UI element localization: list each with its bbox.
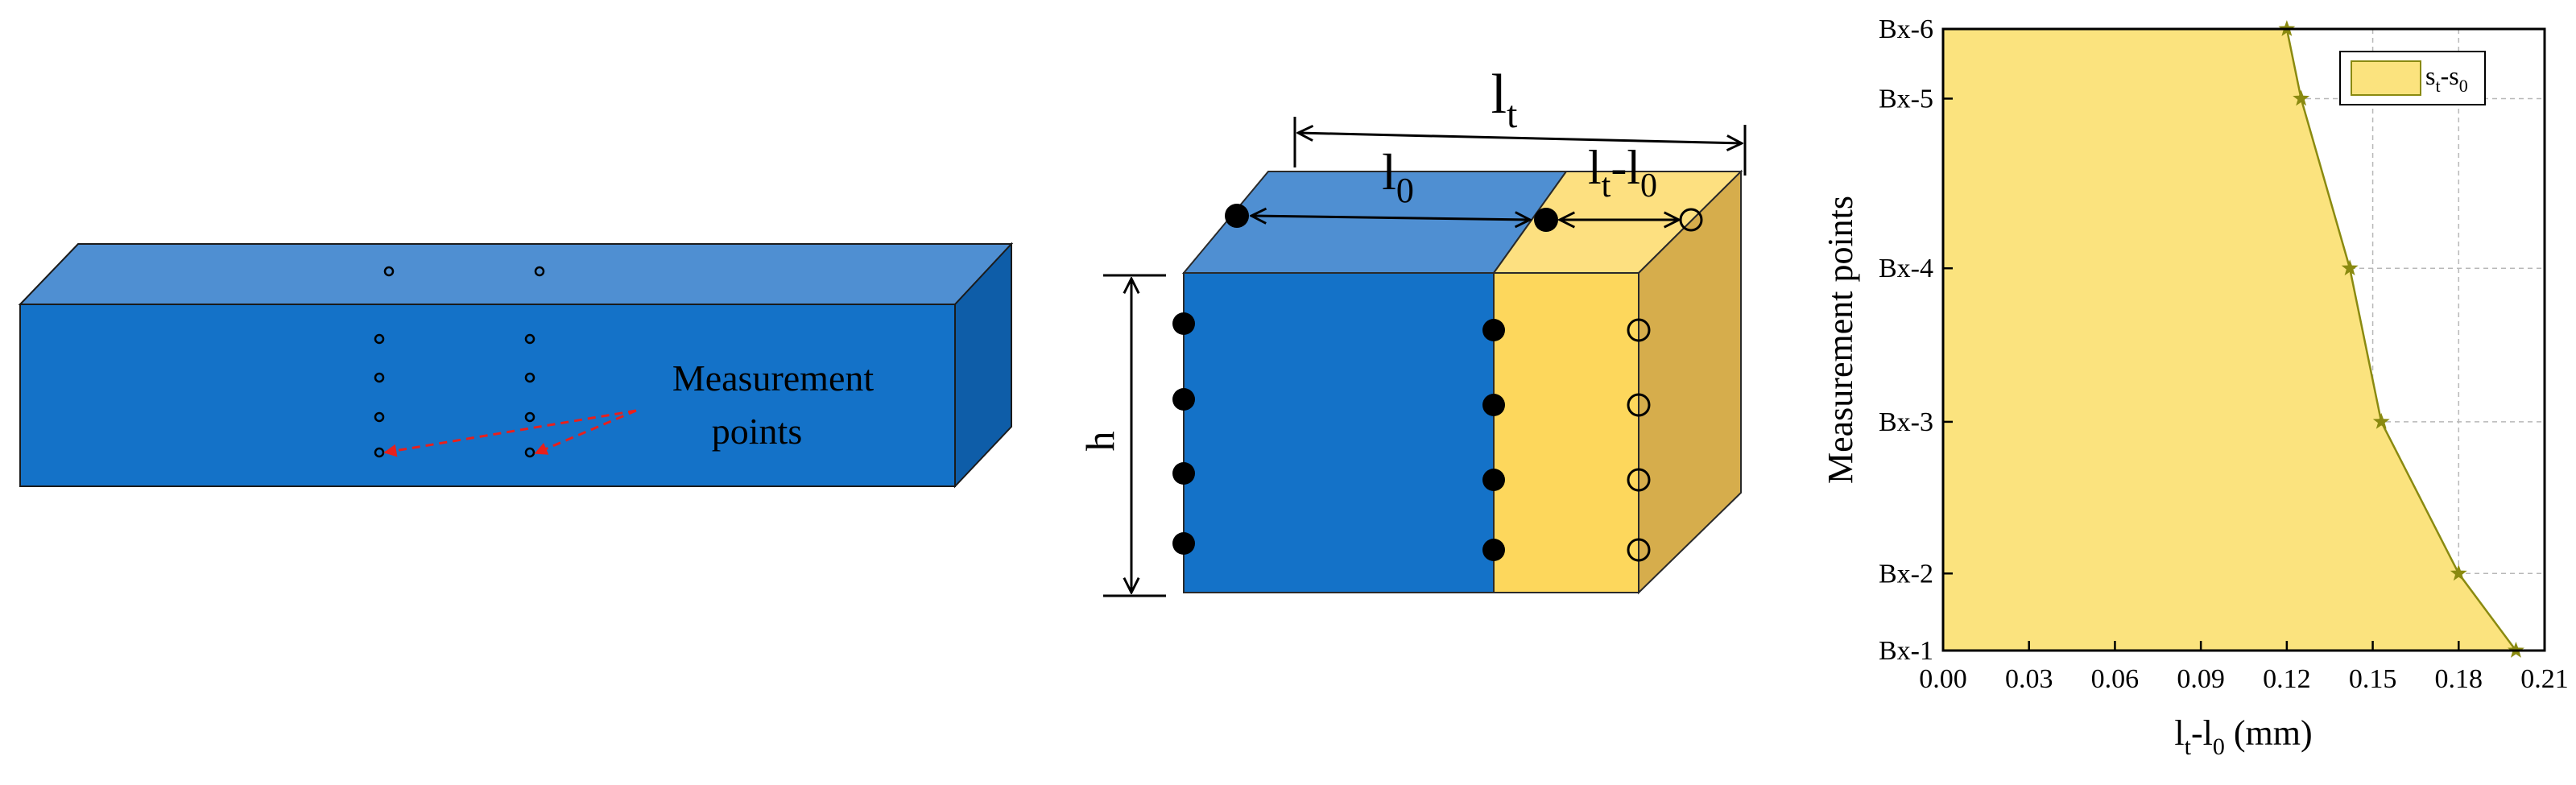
x-tick-label: 0.03 (2005, 664, 2053, 694)
lt-label: lt (1491, 64, 1518, 136)
y-tick-label: Bx-3 (1879, 407, 1933, 437)
axis-ticks: 0.00 0.03 0.06 0.09 0.12 0.15 0.18 0.21 Bx-1 Bx-2… (1879, 14, 2569, 694)
y-axis-title: Measurement points (1821, 196, 1860, 484)
area-fill (1943, 29, 2516, 651)
data-point-marker (2450, 564, 2467, 581)
initial-point (1172, 462, 1195, 485)
initial-point (1482, 539, 1505, 561)
beam-panel: Measurement points (18, 242, 1014, 489)
h-label: h (1077, 432, 1123, 452)
chart-panel: 0.00 0.03 0.06 0.09 0.12 0.15 0.18 0.21 Bx-1 Bx-2… (1821, 14, 2569, 760)
measurement-point (374, 333, 385, 345)
measurement-point (383, 266, 395, 277)
initial-point (1482, 319, 1505, 341)
initial-point (1172, 388, 1195, 411)
initial-point (1482, 469, 1505, 491)
l0-label: l0 (1382, 143, 1414, 210)
measurement-point (374, 372, 385, 383)
y-tick-label: Bx-1 (1879, 636, 1933, 666)
l0-dimension-arrow (1251, 216, 1530, 220)
x-axis-title: lt-l0 (mm) (2174, 713, 2312, 760)
x-tick-label: 0.12 (2263, 664, 2311, 694)
series-line (2285, 28, 2517, 651)
deformed-point (1627, 318, 1651, 342)
deformed-point (1627, 538, 1651, 562)
initial-points (1172, 204, 1558, 561)
initial-point (1172, 532, 1195, 555)
initial-point (1172, 312, 1195, 335)
legend-swatch (2351, 60, 2421, 96)
x-tick-label: 0.21 (2520, 664, 2569, 694)
initial-point (1534, 208, 1558, 232)
beam-measurement-points (374, 266, 545, 458)
y-tick-label: Bx-6 (1879, 14, 1933, 44)
y-tick-label: Bx-4 (1879, 254, 1933, 283)
measurement-points-label: points (712, 411, 802, 452)
pointer-arrow (383, 409, 637, 457)
pointer-arrow (534, 409, 637, 455)
y-tick-label: Bx-5 (1879, 84, 1933, 114)
measurement-point (524, 411, 535, 423)
data-point-marker (2293, 89, 2310, 106)
initial-point (1225, 204, 1249, 228)
measurement-point (524, 372, 535, 383)
x-tick-label: 0.18 (2435, 664, 2483, 694)
legend: st-s0 (2339, 51, 2486, 105)
block-panel: lt l0 lt-l0 h (1077, 64, 1747, 597)
y-tick-label: Bx-2 (1879, 559, 1933, 589)
block-front-blue (1183, 272, 1495, 593)
measurement-point (524, 447, 535, 458)
x-tick-label: 0.15 (2349, 664, 2397, 694)
lt-dimension-arrow (1298, 133, 1742, 143)
lt-l0-label: lt-l0 (1588, 141, 1657, 205)
x-tick-label: 0.00 (1919, 664, 1967, 694)
data-point-marker (2372, 412, 2390, 429)
measurement-point (374, 411, 385, 423)
block-front-yellow (1493, 272, 1639, 593)
deformed-point (1627, 468, 1651, 492)
data-point-marker (2341, 259, 2359, 276)
x-tick-label: 0.09 (2177, 664, 2225, 694)
legend-label: st-s0 (2425, 61, 2468, 96)
measurement-point (524, 333, 535, 345)
x-tick-label: 0.06 (2091, 664, 2140, 694)
deformed-point (1627, 393, 1651, 417)
plot-frame (1941, 27, 2546, 652)
beam-top-face (18, 243, 1014, 305)
initial-point (1482, 394, 1505, 416)
measurement-point (374, 447, 385, 458)
measurement-point (534, 266, 545, 277)
deformed-points (1627, 208, 1703, 562)
beam-front-face (19, 304, 956, 487)
deformed-point (1679, 208, 1703, 232)
measurement-points-label: Measurement (672, 357, 875, 399)
